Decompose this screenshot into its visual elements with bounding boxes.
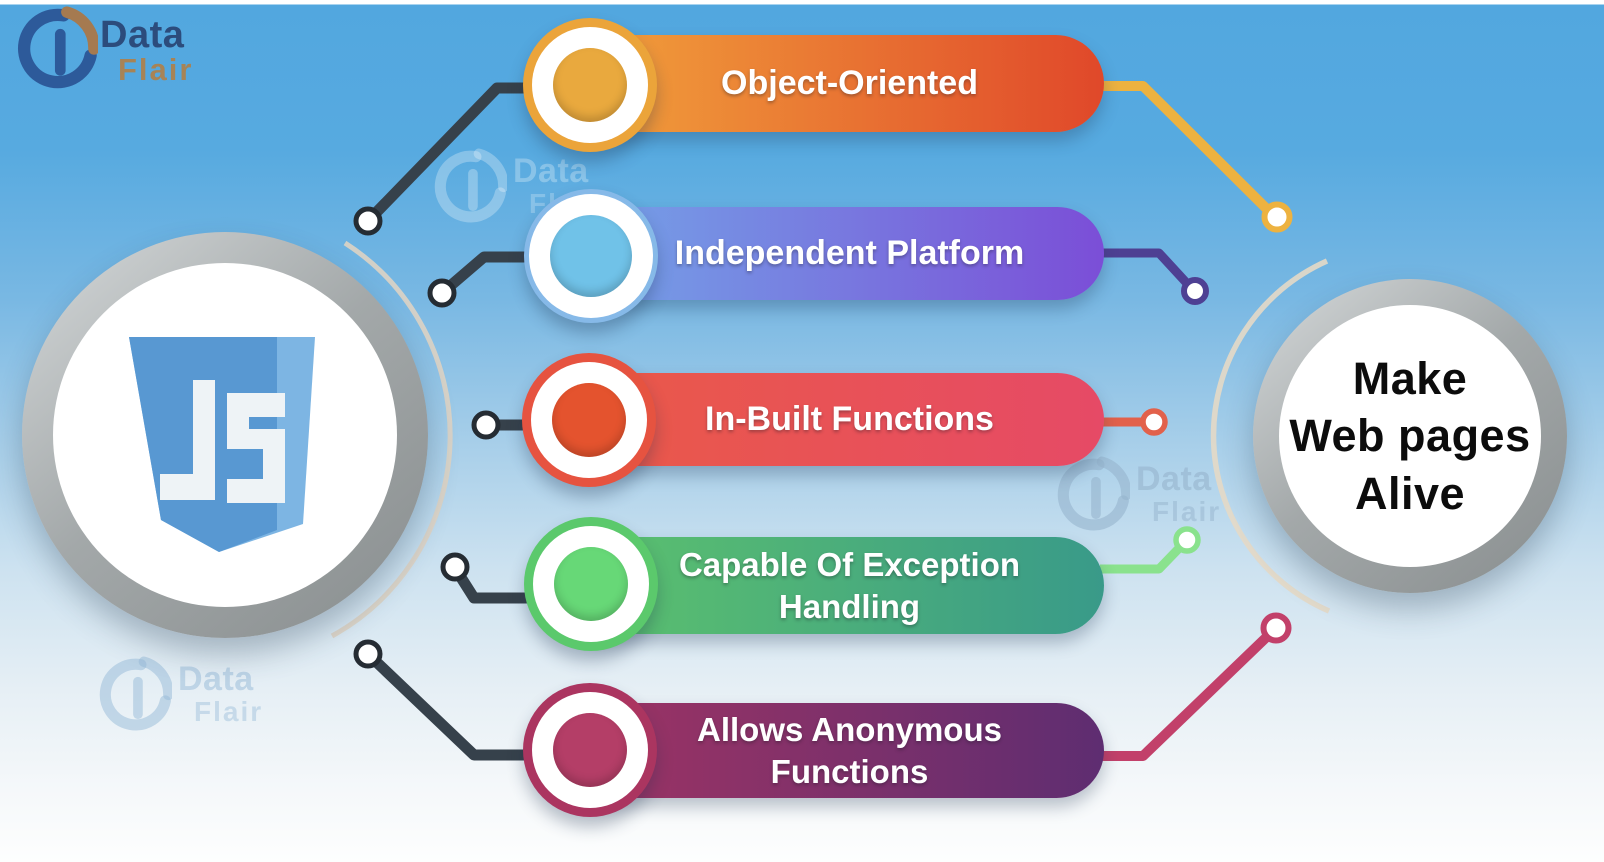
pill-text: Handling: [778, 587, 921, 625]
dataflair-swirl-icon: [18, 6, 98, 89]
watermark-text: Data: [1136, 460, 1212, 498]
pill-text: Allows Anonymous: [697, 710, 1002, 748]
connector-right-2: [1100, 248, 1198, 295]
pill-label: Object-Oriented: [721, 63, 978, 102]
connector-right-dot-3: [1140, 408, 1168, 436]
node-white-ring: [532, 27, 648, 143]
watermark-text: Data: [178, 660, 254, 698]
make-web-pages-alive-text: Make Web pages Alive: [1279, 305, 1541, 567]
node-core: [554, 547, 628, 621]
right-decor-arc: [1210, 258, 1331, 614]
connector-left-2: [438, 251, 531, 298]
node-allows-anonymous-functions: [523, 683, 657, 817]
connector-left-dot-2: [427, 278, 457, 308]
node-white-ring: [531, 362, 647, 478]
connector-left-dot-4: [440, 552, 470, 582]
connector-left-1: [364, 82, 533, 225]
watermark-text: Flair: [194, 696, 264, 727]
connector-right-dot-2: [1181, 277, 1209, 305]
watermark-text: Flair: [1152, 496, 1222, 527]
make-web-pages-alive-inner: Make Web pages Alive: [1279, 305, 1541, 567]
pill-text: Capable Of Exception: [678, 545, 1021, 583]
pill-text: Object-Oriented: [721, 63, 978, 102]
node-object-oriented: [523, 18, 657, 152]
node-capable-of-exception-handling: [524, 517, 658, 651]
connector-right-dot-1: [1261, 201, 1293, 233]
node-white-ring: [532, 692, 648, 808]
connector-right-1: [1100, 81, 1280, 222]
node-in-built-functions: [522, 353, 656, 487]
left-decor-arc: [330, 240, 453, 639]
pill-label: Independent Platform: [674, 233, 1025, 272]
watermark-right: Data Flair: [1056, 456, 1296, 546]
node-independent-platform: [524, 189, 658, 323]
logo-text-flair: Flair: [118, 52, 194, 87]
pill-text: Functions: [770, 752, 929, 790]
connector-left-dot-5: [353, 639, 383, 669]
pill-label: Capable Of Exception Handling: [679, 544, 1020, 627]
pill-text: Independent Platform: [674, 233, 1025, 272]
node-core: [552, 383, 626, 457]
connector-right-dot-4: [1173, 526, 1201, 554]
logo-text-data: Data: [100, 14, 185, 56]
connector-left-dot-1: [353, 206, 383, 236]
connector-right-4: [1100, 537, 1190, 574]
node-core: [550, 215, 632, 297]
node-white-ring: [533, 526, 649, 642]
pill-text: In-Built Functions: [705, 399, 994, 438]
make-web-pages-alive-circle: Make Web pages Alive: [1253, 279, 1567, 593]
right-badge-line: Make: [1352, 353, 1468, 405]
connector-right-5: [1100, 625, 1279, 761]
node-white-ring: [529, 194, 653, 318]
right-badge-line: Alive: [1354, 467, 1466, 519]
pill-label: In-Built Functions: [705, 399, 994, 438]
connector-left-dot-3: [471, 410, 501, 440]
connector-left-5: [364, 650, 533, 761]
pill-label: Allows Anonymous Functions: [697, 709, 1002, 792]
dataflair-logo: Data Flair: [16, 6, 246, 101]
javascript-shield-icon: [129, 337, 315, 552]
watermark-text: Data: [513, 152, 589, 190]
connector-right-dot-5: [1260, 612, 1292, 644]
right-badge-line: Web pages: [1289, 410, 1531, 462]
node-core: [553, 48, 627, 122]
pill-in-built-functions: In-Built Functions: [560, 373, 1104, 466]
node-core: [553, 713, 627, 787]
watermark-bottom-left: Data Flair: [98, 656, 338, 746]
